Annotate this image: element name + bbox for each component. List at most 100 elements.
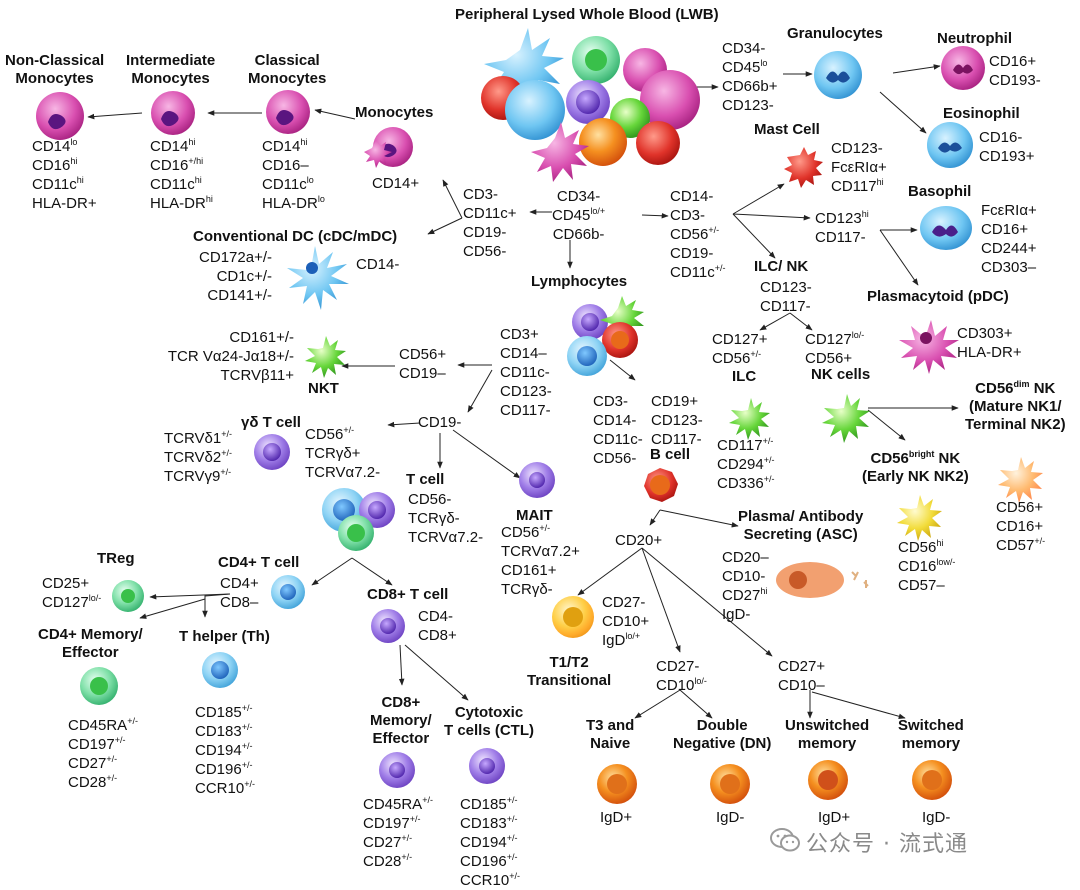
ilc-icon — [729, 398, 770, 440]
label-line: CD14- — [670, 188, 714, 205]
cd8-memory-icon — [379, 752, 415, 788]
label-line: CD3- — [670, 207, 706, 224]
label-line: CD45lo/+ — [552, 206, 606, 225]
label-line: CD14lo — [32, 137, 78, 156]
wechat-icon — [770, 828, 800, 852]
th-icon — [202, 652, 238, 688]
arrow-cd4-to-treg — [149, 593, 231, 600]
markers-mait: CD56+/-TCRVα7.2+CD161+TCRγδ- — [501, 523, 580, 599]
markers-center: CD34-CD45lo/+CD66b- — [552, 187, 605, 244]
arrow-baso-gate-to-pdc — [879, 229, 919, 286]
heading-basophil: Basophil — [908, 183, 971, 201]
label-line: CD196+/- — [460, 852, 518, 871]
label-line: Monocytes — [131, 70, 210, 87]
label-line: CD45RA+/- — [363, 795, 433, 814]
heading-cd8-mem: CD8+Memory/Effector — [370, 694, 432, 748]
label-line: CD123- — [500, 383, 552, 400]
ctl-icon — [469, 748, 505, 784]
heading-b-cell: B cell — [650, 446, 690, 464]
label-line: HLA-DR+ — [32, 195, 97, 212]
label-line: Neutrophil — [937, 30, 1012, 47]
label-line: Negative (DN) — [673, 735, 772, 752]
label-line: CD14hi — [262, 137, 308, 156]
t3-naive-icon — [597, 764, 637, 804]
label-line: CD8+ — [418, 627, 457, 644]
arrow-layer — [87, 64, 959, 720]
markers-cdc-left: CD172a+/-CD1c+/-CD141+/- — [190, 248, 272, 305]
label-line: CD34- — [722, 40, 766, 57]
markers-ilcnk: CD123-CD117- — [760, 278, 812, 316]
label-line: IgD- — [716, 809, 745, 826]
markers-nkt-gate: CD56+CD19– — [399, 345, 446, 383]
markers-t3: IgD+ — [600, 808, 632, 827]
label-line: CD11chi — [32, 175, 84, 194]
label-line: Effector — [372, 730, 430, 747]
label-line: CD4+ — [220, 575, 259, 592]
label-line: CD16+/hi — [150, 156, 204, 175]
label-line: B cell — [650, 446, 691, 463]
heading-neutrophil: Neutrophil — [937, 30, 1012, 48]
label-line: T3 and — [586, 717, 635, 734]
label-line: CD1c+/- — [216, 268, 272, 285]
label-line: CD161+ — [501, 562, 557, 579]
arrow-cd20-to-t1t2 — [577, 547, 643, 596]
heading-nkt: NKT — [308, 380, 339, 398]
label-line: CD16- — [979, 129, 1023, 146]
label-line: CD27- — [602, 594, 646, 611]
arrow-right-gate-to-baso-gate — [732, 213, 811, 221]
markers-neutrophil: CD16+CD193- — [989, 52, 1041, 90]
arrow-bcell-to-cd20 — [649, 509, 661, 526]
label-line: CD194+/- — [460, 833, 518, 852]
label-line: TCRγδ- — [501, 581, 553, 598]
heading-cd56dim-nk: CD56dim NK(Mature NK1/Terminal NK2) — [965, 380, 1066, 434]
label-line: CD56- — [408, 491, 452, 508]
label-line: CD11chi — [150, 175, 202, 194]
label-line: Unswitched — [785, 717, 870, 734]
label-line: CD117- — [500, 402, 551, 419]
label-line: CD123- — [722, 97, 774, 114]
heading-th: T helper (Th) — [179, 628, 270, 646]
label-line: CD197+/- — [68, 735, 126, 754]
markers-mast: CD123-FcεRIα+CD117hi — [831, 139, 887, 196]
cdc-icon — [287, 246, 349, 310]
arrow-cd4-to-memory-and-th — [202, 593, 231, 618]
label-line: TCRVδ1+/- — [164, 429, 233, 448]
label-line: Mast Cell — [754, 121, 820, 138]
label-line: CD16– — [262, 157, 309, 174]
cd8-tcell-icon — [371, 609, 405, 643]
label-line: CCR10+/- — [195, 779, 255, 798]
label-line: Secreting (ASC) — [743, 526, 858, 543]
label-line: Lymphocytes — [531, 273, 628, 290]
label-line: ILC — [732, 368, 757, 385]
markers-monocytes: CD14+ — [372, 174, 419, 193]
label-line: (Early NK NK2) — [862, 468, 969, 485]
label-line: CD8+ T cell — [367, 586, 449, 603]
arrow-right-to-sw — [811, 691, 906, 720]
label-line: CD4+ Memory/ — [38, 626, 143, 643]
label-line: TCRVδ2+/- — [164, 448, 233, 467]
markers-tcell: CD56-TCRγδ-TCRVα7.2- — [408, 490, 483, 547]
lymphocytes-cluster-icon — [567, 296, 644, 376]
label-line: TCRVγ9+/- — [164, 467, 232, 486]
markers-pdc: CD303+HLA-DR+ — [957, 324, 1022, 362]
arrow-split-to-memory — [139, 598, 206, 619]
label-line: HLA-DRlo — [262, 194, 325, 213]
label-line: CD16hi — [32, 156, 78, 175]
cd56dim-nk-icon — [998, 457, 1043, 503]
granulocyte-icon — [814, 51, 862, 99]
heading-treg: TReg — [97, 550, 135, 568]
label-line: CD141+/- — [207, 287, 272, 304]
label-line: CD10- — [722, 568, 766, 585]
label-line: CD45RA+/- — [68, 716, 138, 735]
label-line: Effector — [61, 644, 119, 661]
label-line: CD56+ — [996, 499, 1044, 516]
pdc-icon — [899, 320, 959, 374]
markers-dn: IgD- — [716, 808, 744, 827]
markers-ilc-gate: CD127+CD56+/- — [712, 330, 767, 368]
markers-lymph: CD3+CD14–CD11c-CD123-CD117- — [500, 325, 552, 420]
label-line: CD11c+ — [463, 205, 517, 222]
